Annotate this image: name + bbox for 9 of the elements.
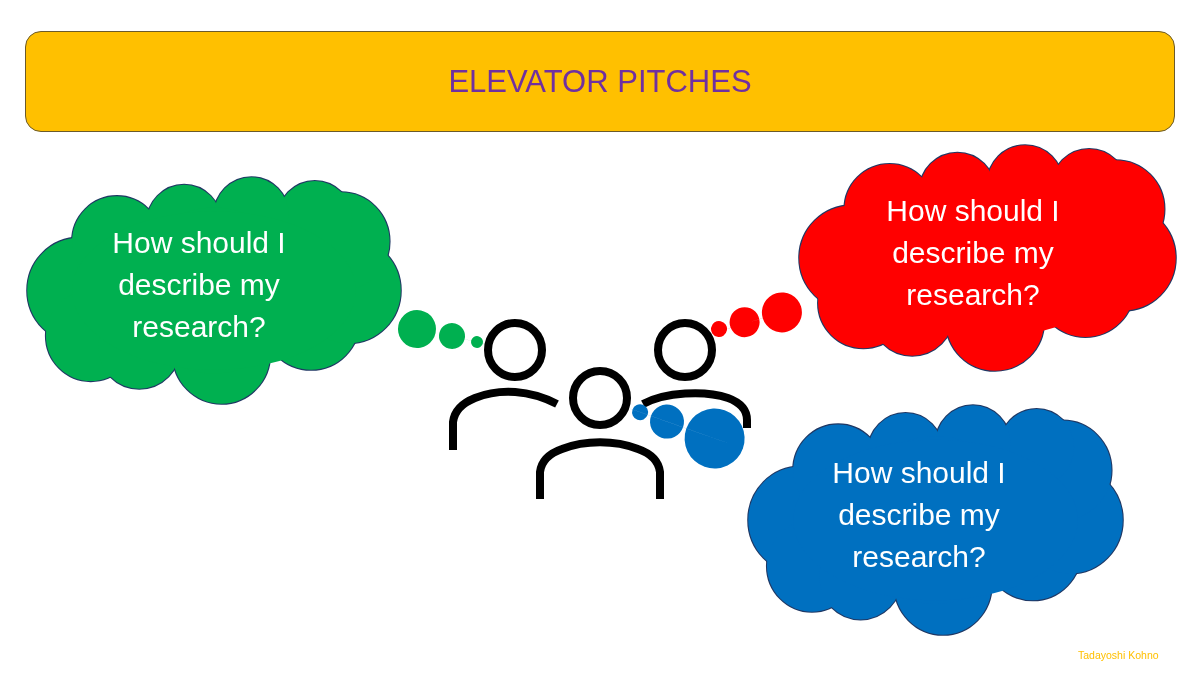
cloud-text: How should I describe my research? <box>885 193 1061 313</box>
title-banner: ELEVATOR PITCHES <box>25 31 1175 132</box>
thought-bubbles <box>711 292 802 338</box>
thought-bubbles <box>629 404 746 469</box>
credit-text: Tadayoshi Kohno <box>1078 649 1159 661</box>
cloud-text: How should I describe my research? <box>831 455 1007 575</box>
cloud-text: How should I describe my research? <box>111 225 287 345</box>
person-icon <box>535 366 665 501</box>
thought-bubbles <box>398 310 485 349</box>
